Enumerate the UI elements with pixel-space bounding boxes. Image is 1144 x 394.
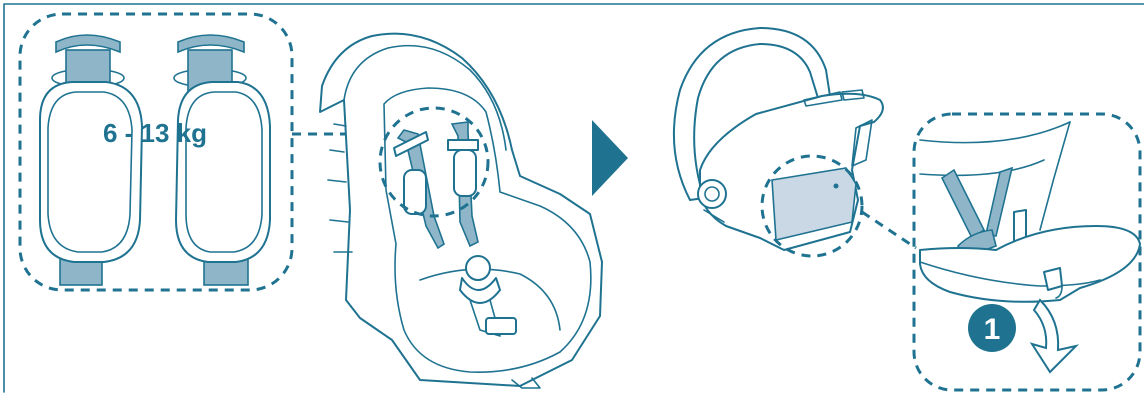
- shell-edge-side: [1040, 122, 1070, 230]
- pull-down-arrow-icon: [1032, 300, 1076, 372]
- shell-edge-top: [920, 122, 1070, 143]
- seat-base-detail: [920, 226, 1140, 302]
- car-seat-side: [674, 28, 883, 256]
- car-seat-front: [320, 34, 602, 388]
- shoulder-pad-left: [40, 35, 142, 285]
- shell-edge-mid: [920, 160, 1044, 175]
- panel-dot: [834, 184, 839, 189]
- shoulder-pad-right: [174, 35, 270, 285]
- connector-right: [862, 212, 916, 248]
- buckle-ring: [466, 256, 490, 280]
- next-step-arrow-icon: [592, 120, 628, 196]
- release-strap-right: [986, 168, 1012, 236]
- shoulder-pads-detail: 6 - 13 kg: [20, 14, 292, 290]
- shoulder-pad-seat-right: [454, 150, 476, 196]
- step-number-text: 1: [984, 313, 1001, 346]
- weight-label: 6 - 13 kg: [103, 118, 207, 148]
- release-detail: 1: [914, 114, 1140, 390]
- release-lever: [1044, 268, 1062, 290]
- strap-guide-right: [448, 140, 478, 150]
- release-strap-left: [942, 170, 984, 238]
- buckle-tongue: [486, 318, 516, 334]
- handle-pivot-outer: [698, 180, 726, 208]
